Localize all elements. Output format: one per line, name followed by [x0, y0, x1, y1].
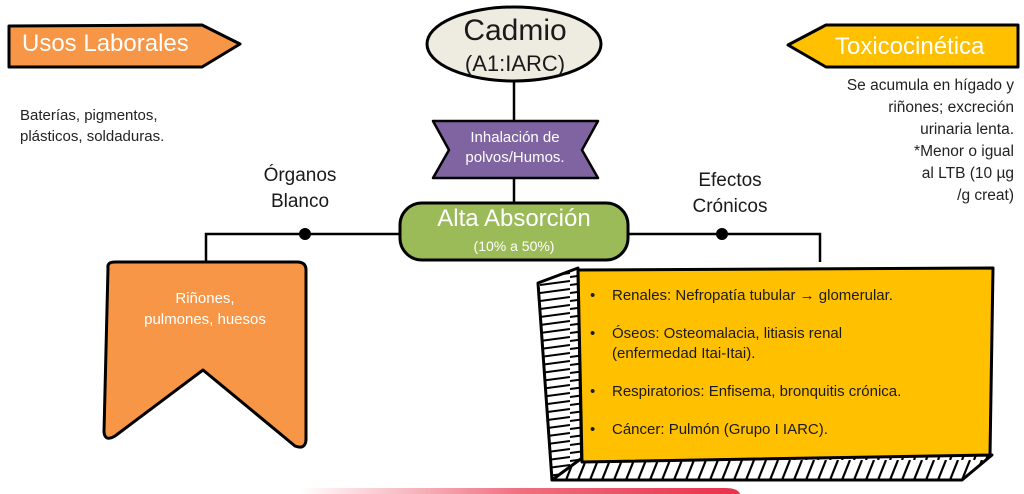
list-item-text: Renales: Nefropatía tubular → glomerular… [612, 287, 893, 304]
efectos-label-line-1: Efectos [698, 170, 762, 191]
absorption-title: Alta Absorción [437, 205, 591, 232]
cadmio-title: Cadmio [463, 14, 567, 47]
efectos-label-line-2: Crónicos [692, 196, 768, 217]
toxi-line: /g creat) [957, 187, 1014, 204]
connector-efectos [628, 232, 822, 262]
cadmio-classification: (A1:IARC) [464, 51, 566, 76]
organos-label-line-2: Blanco [270, 191, 330, 212]
connector-lines [204, 78, 822, 262]
toxicocinetica-label: Toxicocinética [835, 33, 985, 60]
usos-laborales-label: Usos Laborales [22, 30, 189, 57]
efectos-cronicos-label: Efectos Crónicos [665, 168, 795, 220]
toxicocinetica-description: Se acumula en hígado y riñones; excreció… [794, 75, 1014, 207]
cadmio-ellipse [425, 5, 603, 83]
toxi-line: al LTB (10 µg [921, 165, 1014, 182]
organos-blanco-label: Órganos Blanco [245, 163, 355, 215]
toxi-line: riñones; excreción [888, 99, 1014, 116]
list-item-text: Cáncer: Pulmón (Grupo I IARC). [612, 421, 828, 438]
red-accent-bar [300, 488, 740, 494]
list-item: • Cáncer: Pulmón (Grupo I IARC). [590, 420, 980, 440]
organos-content-line-1: Riñones, [175, 290, 235, 307]
usos-laborales-tag [7, 23, 242, 69]
inhalation-line-1: Inhalación de [470, 129, 560, 146]
bullet-icon: • [590, 421, 596, 438]
connector-organos [204, 232, 400, 262]
list-item: • Óseos: Osteomalacia, litiasis renal (e… [590, 324, 980, 364]
list-item: • Respiratorios: Enfisema, bronquitis cr… [590, 382, 980, 402]
list-item-text: (enfermedad Itai-Itai). [612, 345, 756, 362]
efectos-box-front [576, 266, 995, 464]
efectos-cronicos-list: • Renales: Nefropatía tubular → glomerul… [590, 286, 980, 458]
organos-node-dot [299, 228, 311, 240]
usos-laborales-description: Baterías, pigmentos, plásticos, soldadur… [20, 105, 164, 147]
absorption-box [398, 201, 630, 262]
bullet-icon: • [590, 325, 596, 342]
efectos-box-side [536, 266, 584, 482]
usos-line-1: Baterías, pigmentos, [20, 107, 158, 124]
toxi-line: urinaria lenta. [920, 121, 1014, 138]
list-item: • Renales: Nefropatía tubular → glomerul… [590, 286, 980, 306]
usos-line-2: plásticos, soldaduras. [20, 128, 165, 145]
organos-content-line-2: pulmones, huesos [144, 311, 266, 328]
bullet-icon: • [590, 383, 596, 400]
toxi-line: Se acumula en hígado y [846, 77, 1014, 94]
organos-blanco-content: Riñones, pulmones, huesos [105, 288, 305, 330]
inhalation-banner [431, 119, 600, 180]
list-item-text: Óseos: Osteomalacia, litiasis renal [612, 325, 843, 342]
organos-blanco-shape [102, 260, 308, 449]
toxicocinetica-tag [786, 23, 1020, 69]
absorption-range: (10% a 50%) [473, 238, 555, 254]
list-item-text: Respiratorios: Enfisema, bronquitis crón… [612, 383, 902, 400]
inhalation-line-2: polvos/Humos. [465, 149, 565, 166]
inhalation-route-text: Inhalación de polvos/Humos. [440, 128, 590, 168]
efectos-node-dot [716, 228, 728, 240]
bullet-icon: • [590, 287, 596, 304]
organos-label-line-1: Órganos [263, 165, 337, 186]
efectos-box [536, 266, 995, 482]
toxi-line: *Menor o igual [914, 143, 1014, 160]
